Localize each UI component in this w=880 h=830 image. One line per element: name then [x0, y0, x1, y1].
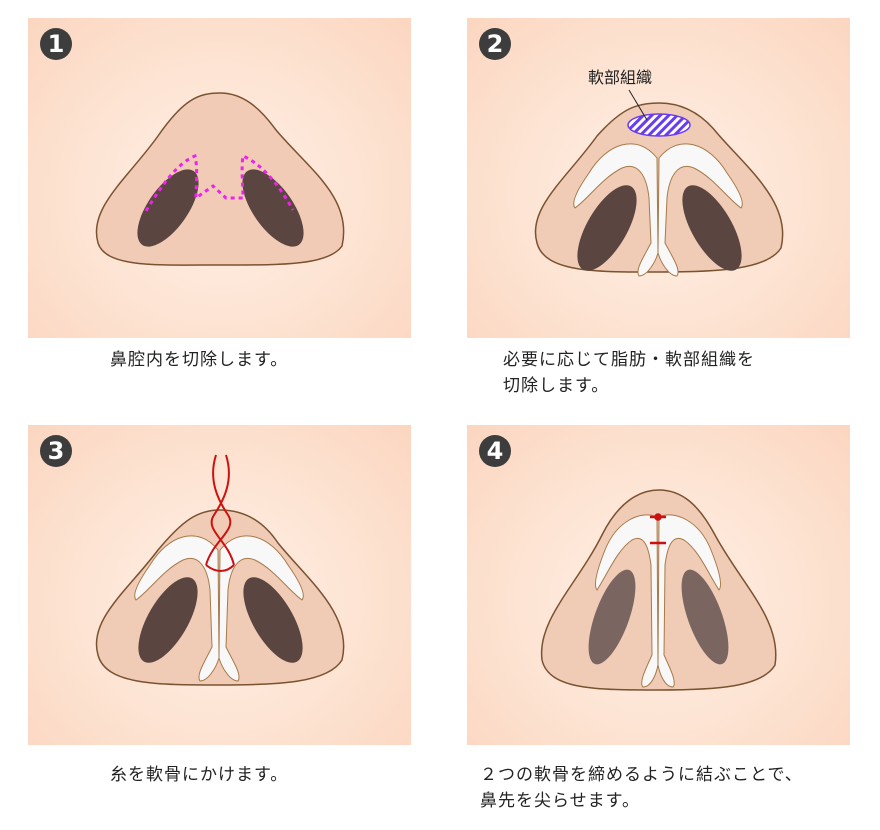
nose-illustration-2: [534, 89, 784, 277]
incision-line: [144, 153, 295, 212]
step-1-panel: 1: [28, 18, 411, 338]
step-3-panel: 3: [28, 425, 411, 745]
step-number-1: 1: [40, 28, 72, 60]
step-2-caption: 必要に応じて脂肪・軟部組織を 切除します。: [503, 350, 755, 396]
nose-illustration-4: [540, 489, 777, 691]
soft-tissue-label: 軟部組織: [588, 68, 653, 87]
step-number-4: 4: [479, 435, 511, 467]
step-3-caption: 糸を軟骨にかけます。: [110, 765, 289, 785]
suture-thread: [205, 454, 235, 572]
step-4-panel: 4: [467, 425, 850, 745]
step-1-caption: 鼻腔内を切除します。: [110, 350, 289, 370]
nose-illustration-3: [95, 454, 345, 686]
soft-tissue-area: [627, 113, 691, 137]
step-2-panel: 2 軟部組織: [467, 18, 850, 338]
step-number-3: 3: [40, 435, 72, 467]
nose-illustration-1: [95, 92, 345, 266]
step-4-caption: ２つの軟骨を締めるように結ぶことで、 鼻先を尖らせます。: [480, 765, 803, 811]
knot-marks: [650, 513, 666, 545]
step-number-2: 2: [479, 28, 511, 60]
